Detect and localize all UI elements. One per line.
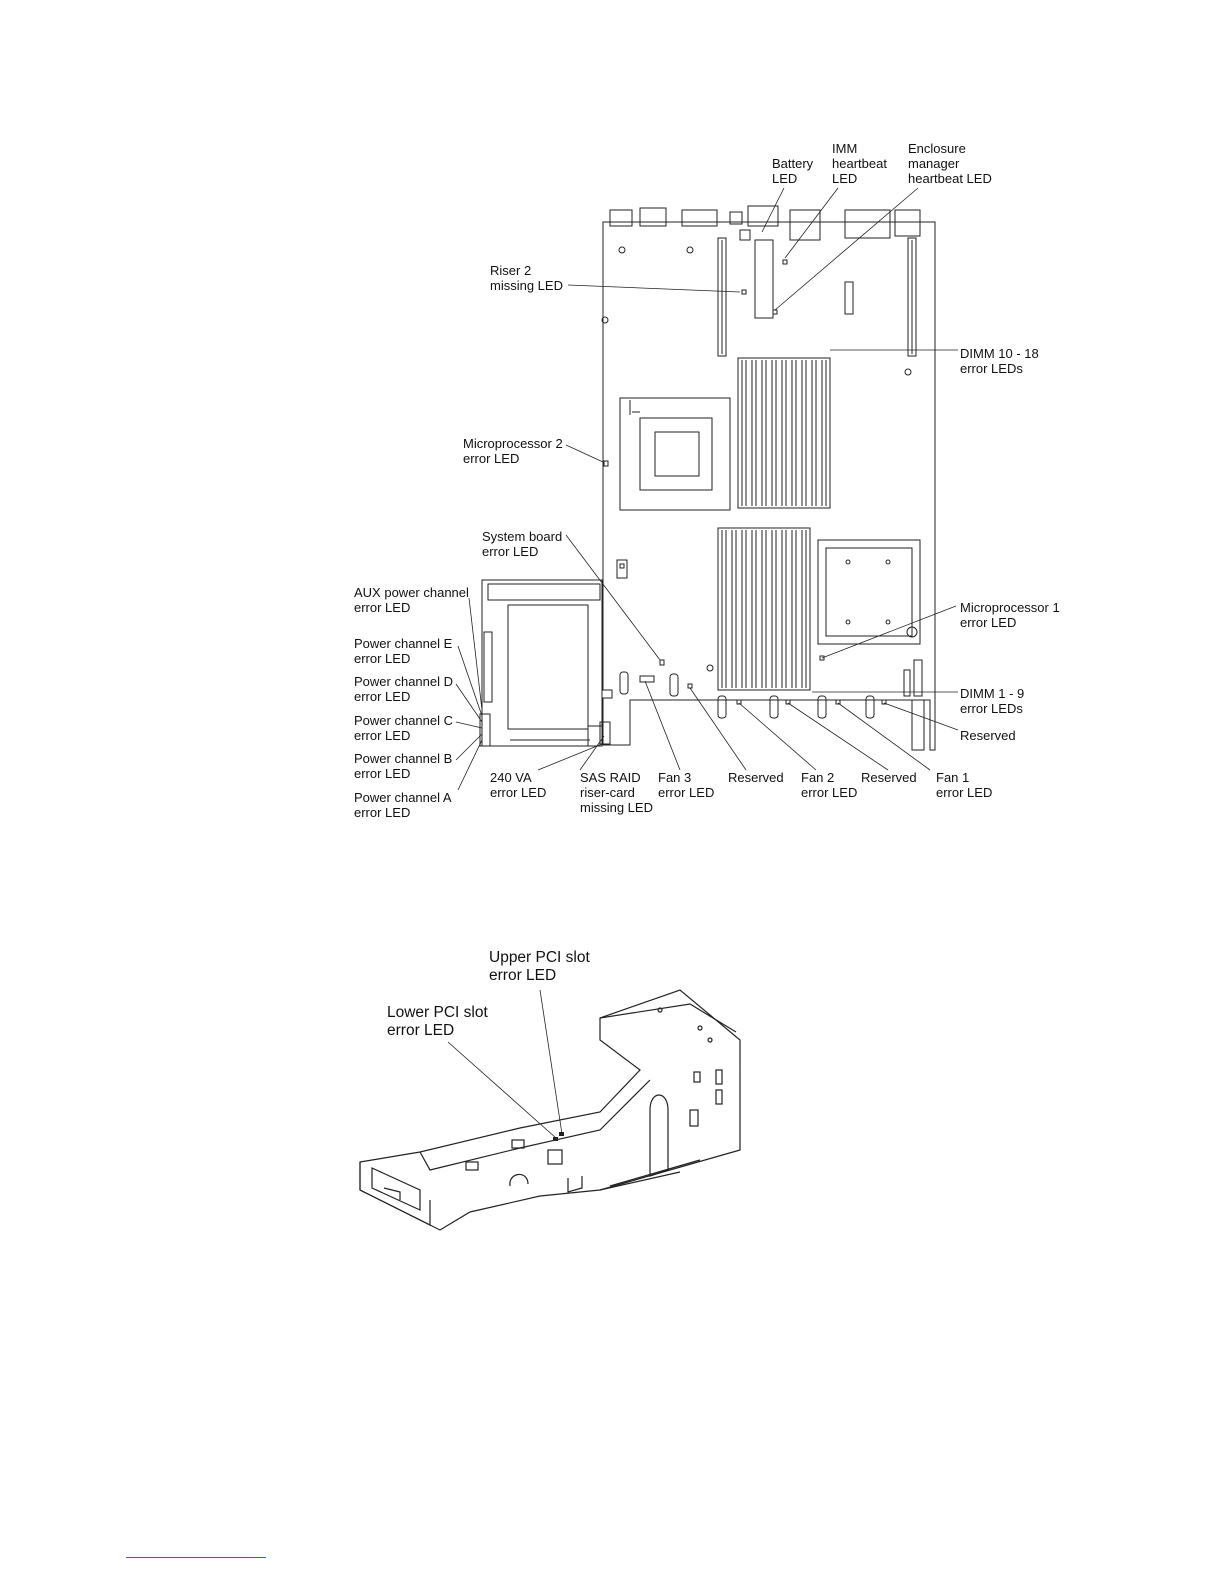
system-board-diagram	[455, 187, 959, 791]
fan2-error-led-label: Fan 2 error LED	[801, 770, 858, 800]
power-channel-c-error-led-label: Power channel C error LED	[354, 713, 453, 743]
microprocessor2-error-led-label: Microprocessor 2 error LED	[463, 436, 563, 466]
battery-led-label: Battery LED	[772, 156, 814, 186]
dimm-1-9-error-leds-label: DIMM 1 - 9 error LEDs	[960, 686, 1025, 716]
microprocessor1-error-led-label: Microprocessor 1 error LED	[960, 600, 1060, 630]
board-outline	[602, 221, 936, 751]
footer-rule	[126, 1557, 266, 1558]
fan3-error-led-label: Fan 3 error LED	[658, 770, 715, 800]
reserved-label-1: Reserved	[728, 770, 784, 785]
enclosure-manager-heartbeat-led-label: Enclosure manager heartbeat LED	[908, 141, 992, 186]
power-channel-e-error-led-label: Power channel E error LED	[354, 636, 453, 666]
reserved-label-2: Reserved	[861, 770, 917, 785]
fan1-error-led-label: Fan 1 error LED	[936, 770, 993, 800]
upper-pci-slot-error-led-label: Upper PCI slot error LED	[489, 949, 590, 984]
imm-heartbeat-led-label: IMM heartbeat LED	[832, 141, 887, 186]
power-channel-b-error-led-label: Power channel B error LED	[354, 751, 453, 781]
power-channel-d-error-led-label: Power channel D error LED	[354, 674, 453, 704]
riser2-missing-led-label: Riser 2 missing LED	[490, 263, 563, 293]
aux-power-channel-error-led-label: AUX power channel error LED	[354, 585, 469, 615]
system-board-error-led-label: System board error LED	[482, 529, 563, 559]
power-channel-a-error-led-label: Power channel A error LED	[354, 790, 452, 820]
lower-pci-slot-error-led-label: Lower PCI slot error LED	[387, 1004, 488, 1039]
sas-raid-riser-card-missing-led-label: SAS RAID riser-card missing LED	[580, 770, 653, 815]
reserved-right-label: Reserved	[960, 728, 1016, 743]
dimm-10-18-error-leds-label: DIMM 10 - 18 error LEDs	[960, 346, 1039, 376]
240va-error-led-label: 240 VA error LED	[490, 770, 547, 800]
